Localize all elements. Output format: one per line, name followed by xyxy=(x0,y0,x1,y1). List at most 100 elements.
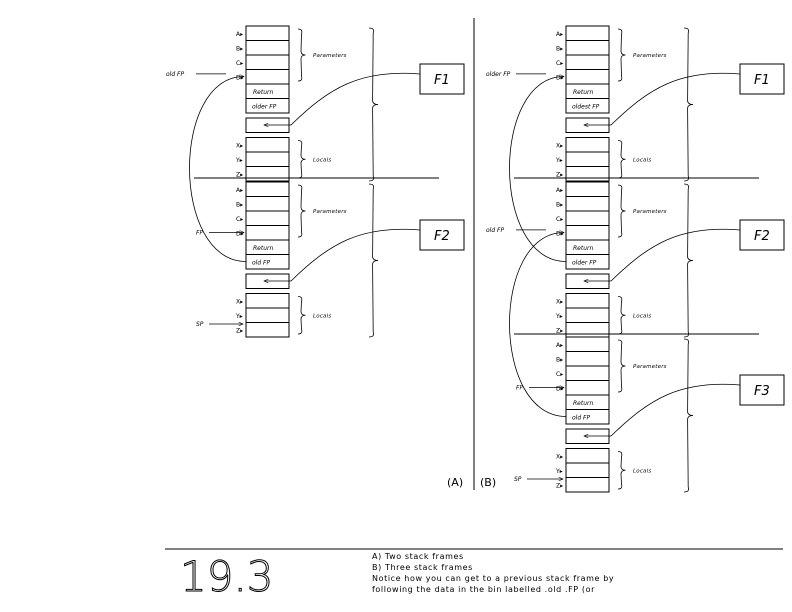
panel-b-sp-label: SP xyxy=(514,476,522,483)
panel-a-frame-1-params-brace-label: Parameters xyxy=(313,53,347,59)
panel-b-frame-1-local-label: Y▸ xyxy=(555,157,563,164)
panel-a-frame-1-param-label: C▸ xyxy=(236,60,243,67)
panel-b-frame-2-params-brace-label: Parameters xyxy=(633,209,667,215)
panel-b-frame-3-frame-box xyxy=(739,374,785,406)
panel-a-frame-2-frame-box xyxy=(419,219,465,251)
panel-a-frame-2-params-brace xyxy=(297,184,306,238)
panel-b-frame-3-param-cell xyxy=(565,336,610,352)
panel-b-frame-3-locals-brace xyxy=(617,451,626,490)
panel-b-frame-2-param-label: B▸ xyxy=(556,202,563,209)
panel-b-frame-1-return-link-arrow xyxy=(584,72,741,125)
panel-a-frame-2-fp-text: old FP xyxy=(252,260,271,267)
panel-a-frame-2-frame-brace xyxy=(368,183,379,338)
panel-b-frame-3-local-label: Y▸ xyxy=(555,468,563,475)
panel-b-frame-3-param-label: D▸ xyxy=(556,386,564,393)
panel-a-frame-2-param-cell xyxy=(245,225,290,241)
panel-a-frame-1-local-cell xyxy=(245,151,290,167)
panel-b-frame-2-param-cell xyxy=(565,181,610,197)
panel-b-frame-3-param-label: A▸ xyxy=(556,342,563,349)
panel-a-label: (A) xyxy=(447,476,463,489)
caption-line-c: Notice how you can get to a previous sta… xyxy=(372,574,614,583)
panel-b-frame-2-local-cell xyxy=(565,322,610,338)
panel-b-frame-1-local-cell xyxy=(565,137,610,153)
panel-b-frame-1-return-text: Return xyxy=(573,89,593,96)
caption-line-d: following the data in the bin labelled .… xyxy=(372,585,595,594)
panel-b-frame-1-param-cell xyxy=(565,40,610,56)
panel-b-frame-3-param-label: B▸ xyxy=(556,357,563,364)
panel-b-frame-2-frame-box xyxy=(739,219,785,251)
panel-b-frame-3-param-cell xyxy=(565,351,610,367)
panel-b-frame-1-frame-box xyxy=(739,63,785,95)
panel-b-frame-1-fp-text: oldest FP xyxy=(572,104,600,111)
panel-b-frame-3-param-cell xyxy=(565,365,610,381)
panel-b-frame-2-local-label: X▸ xyxy=(556,299,563,306)
panel-a-frame-1-local-label: Z▸ xyxy=(236,172,243,179)
panel-a-frame-1-local-cell xyxy=(245,137,290,153)
panel-b-frame-2-param-label: A▸ xyxy=(556,187,563,194)
panel-a-frame-1-return-link-arrow xyxy=(264,72,421,125)
panel-a-frame-1-locals-brace-label: Locals xyxy=(313,157,331,163)
panel-b-frame-3-return-link-arrow xyxy=(584,383,741,436)
panel-a-sp-label: SP xyxy=(196,321,204,328)
panel-b-frame-2-return-text: Return xyxy=(573,245,593,252)
panel-b-frame-3-local-label: Z▸ xyxy=(556,483,563,490)
panel-a-frame-1-param-label: D▸ xyxy=(236,75,244,82)
panel-a-frame-1-param-cell xyxy=(245,25,290,41)
panel-a-side-label: old FP xyxy=(166,71,185,78)
panel-b-fp-label: FP xyxy=(516,385,523,392)
panel-a-frame-1-fp-cell xyxy=(245,98,290,114)
panel-a-frame-2-locals-brace xyxy=(297,296,306,335)
panel-b-frame-2-param-cell xyxy=(565,225,610,241)
panel-a-frame-1-frame-brace xyxy=(368,27,379,182)
panel-b-frame-1-param-cell xyxy=(565,25,610,41)
panel-b-frame-1-fp-cell xyxy=(565,98,610,114)
figure-number: 19.3 xyxy=(180,552,274,601)
panel-b-side-label: older FP xyxy=(486,71,511,78)
panel-b-frame-2-params-brace xyxy=(617,184,626,238)
panel-b-frame-1-local-cell xyxy=(565,151,610,167)
panel-a-frame-2-return-text: Return xyxy=(253,245,273,252)
panel-a-frame-2-local-cell xyxy=(245,293,290,309)
panel-b-frame-2-return-link-arrow xyxy=(584,228,741,281)
panel-a-frame-2-local-cell xyxy=(245,322,290,338)
panel-a-frame-2-param-label: A▸ xyxy=(236,187,243,194)
panel-a-frame-2-param-cell xyxy=(245,196,290,212)
panel-b-frame-1-param-cell xyxy=(565,69,610,85)
panel-b-frame-1-params-brace-label: Parameters xyxy=(633,53,667,59)
panel-b-frame-2-param-cell xyxy=(565,210,610,226)
caption-line-b: B) Three stack frames xyxy=(372,563,473,572)
panel-b: A▸ B▸ C▸ D▸ Return oldest FP X▸ Y▸ Z▸ ParametersL… xyxy=(486,25,785,493)
panel-a-frame-1-param-cell xyxy=(245,54,290,70)
panel-b-frame-3-local-label: X▸ xyxy=(556,454,563,461)
panel-a-frame-1-frame-box-label: F1 xyxy=(434,73,450,88)
panel-b-frame-1-param-label: B▸ xyxy=(556,46,563,53)
panel-a-frame-2-locals-brace-label: Locals xyxy=(313,313,331,319)
panel-b-frame-3-param-label: C▸ xyxy=(556,371,563,378)
panel-b-frame-3-locals-brace-label: Locals xyxy=(633,468,651,474)
panel-a-frame-2-local-cell xyxy=(245,307,290,323)
panel-a-frame-2-local-label: Z▸ xyxy=(236,328,243,335)
panel-b-frame-1-frame-brace xyxy=(683,27,694,182)
panel-b-frame-3-local-cell xyxy=(565,448,610,464)
panel-b-frame-2-param-cell xyxy=(565,196,610,212)
panel-b-frame-1-param-label: C▸ xyxy=(556,60,563,67)
panel-b-frame-1-frame-box-label: F1 xyxy=(754,73,770,88)
panel-a-frame-2-return-link-arrow xyxy=(264,228,421,281)
panel-a-frame-1-param-label: B▸ xyxy=(236,46,243,53)
panel-b-frame-2-locals-brace xyxy=(617,296,626,335)
panel-a-frame-2-params-brace-label: Parameters xyxy=(313,209,347,215)
panel-b-frame-1-param-label: D▸ xyxy=(556,75,564,82)
panel-b-frame-1-locals-brace xyxy=(617,140,626,179)
panel-a-frame-2-param-label: B▸ xyxy=(236,202,243,209)
panel-b-frame-3-params-brace xyxy=(617,339,626,393)
panel-b-frame-2-locals-brace-label: Locals xyxy=(633,313,651,319)
panel-a-frame-2-param-cell xyxy=(245,181,290,197)
panel-a-frame-1-return-text: Return xyxy=(253,89,273,96)
panel-b-frame-3-return-text: Return xyxy=(573,400,593,407)
panel-a-frame-2-param-label: D▸ xyxy=(236,231,244,238)
panel-b-frame-3-local-cell xyxy=(565,477,610,493)
panel-b-frame-1-param-label: A▸ xyxy=(556,31,563,38)
panel-a-frame-1-locals-brace xyxy=(297,140,306,179)
panel-b-frame-1-params-brace xyxy=(617,28,626,82)
